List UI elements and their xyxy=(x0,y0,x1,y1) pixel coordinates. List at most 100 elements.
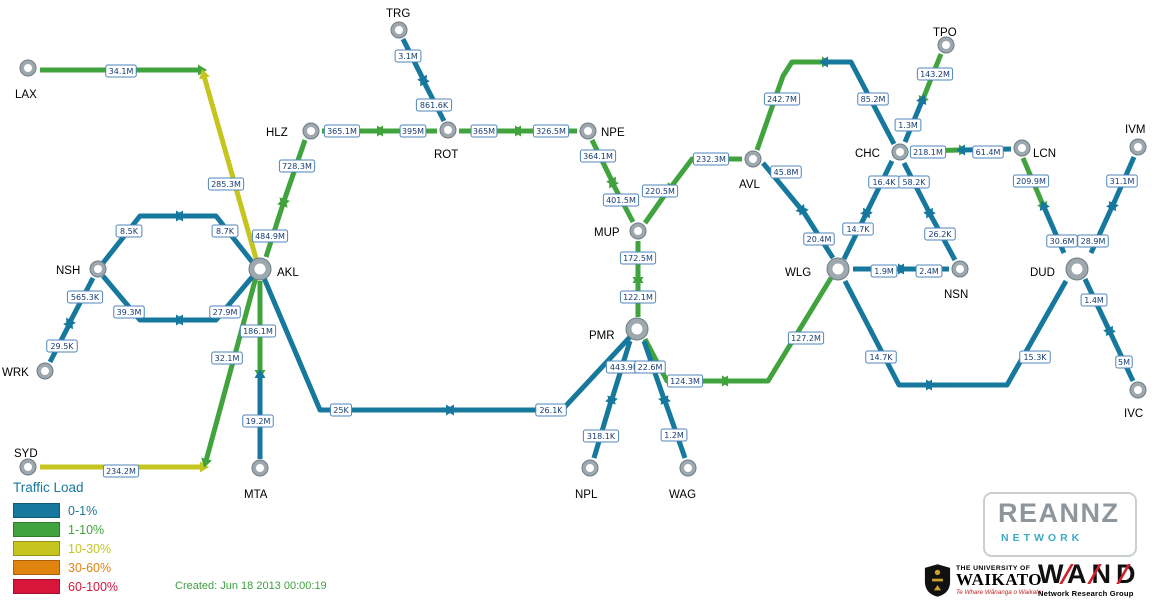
node-label-WRK: WRK xyxy=(2,367,29,379)
link-label-avl-wlg-b: 20.4M xyxy=(803,232,835,246)
link-label-wlg-nsn-b: 2.4M xyxy=(915,264,943,278)
svg-text:395M: 395M xyxy=(402,127,424,136)
svg-text:15.3K: 15.3K xyxy=(1023,353,1047,362)
link-label-akl-pmr-b: 26.1K xyxy=(535,403,567,417)
map-node-WRK xyxy=(36,362,54,380)
svg-text:326.5M: 326.5M xyxy=(536,127,566,136)
svg-text:45.8M: 45.8M xyxy=(774,168,799,177)
link-hlz-akl-b xyxy=(263,197,288,258)
svg-text:1.4M: 1.4M xyxy=(1084,296,1104,305)
link-label-nsh-akl-north-b: 8.7K xyxy=(211,224,239,238)
link-label-hlz-rot-a: 365.1M xyxy=(323,124,361,138)
link-label-nsh-akl-south-a: 39.3M xyxy=(113,305,145,319)
svg-text:22.6M: 22.6M xyxy=(638,363,663,372)
svg-text:365M: 365M xyxy=(473,127,495,136)
svg-text:443.9K: 443.9K xyxy=(610,363,639,372)
link-label-ivm-dud-a: 31.1M xyxy=(1106,174,1138,188)
link-label-pmr-wlg-b: 127.2M xyxy=(787,331,825,345)
link-label-chc-lcn-a: 218.1M xyxy=(909,145,947,159)
svg-text:364.1M: 364.1M xyxy=(583,152,613,161)
link-dud-ivc-b xyxy=(1105,325,1136,383)
svg-text:209.9M: 209.9M xyxy=(1016,177,1046,186)
legend-label-60-100: 60-100% xyxy=(68,579,119,594)
link-pmr-wag-b xyxy=(660,394,688,459)
svg-text:242.7M: 242.7M xyxy=(767,95,797,104)
link-wlg-dud-a xyxy=(842,279,935,391)
svg-text:27.9M: 27.9M xyxy=(213,308,238,317)
svg-text:8.5K: 8.5K xyxy=(120,227,139,236)
link-nsh-akl-south-b xyxy=(174,274,255,326)
link-label-chc-wlg-b: 14.7K xyxy=(842,222,874,236)
svg-text:143.2M: 143.2M xyxy=(920,70,950,79)
link-label-akl-mta-b: 19.2M xyxy=(242,414,274,428)
legend-item-30-60: 30-60% xyxy=(13,558,118,577)
link-chc-wlg-b xyxy=(841,207,871,261)
node-label-DUD: DUD xyxy=(1030,267,1055,279)
link-wlg-dud-b xyxy=(923,279,1069,391)
svg-text:172.5M: 172.5M xyxy=(623,254,653,263)
svg-text:565.3K: 565.3K xyxy=(71,293,100,302)
node-label-CHC: CHC xyxy=(855,148,880,160)
link-label-syd-akl-a: 234.2M xyxy=(102,464,140,478)
link-label-lcn-dud-b: 30.6M xyxy=(1046,234,1078,248)
link-label-lax-akl-a: 34.1M xyxy=(105,64,137,78)
node-label-AKL: AKL xyxy=(277,267,299,279)
link-label-nsh-wrk-b: 29.5K xyxy=(46,339,78,353)
reannz-logo: REANNZ NETWORK xyxy=(983,492,1137,557)
map-node-NSN xyxy=(951,260,969,278)
node-label-NPE: NPE xyxy=(601,127,625,139)
svg-text:14.7K: 14.7K xyxy=(846,225,870,234)
legend-label-30-60: 30-60% xyxy=(68,560,112,575)
link-label-npe-mup-b: 401.5M xyxy=(602,193,640,207)
link-label-lcn-dud-a: 209.9M xyxy=(1012,174,1050,188)
map-node-MTA xyxy=(251,459,269,477)
map-node-LAX xyxy=(19,59,37,77)
node-label-IVC: IVC xyxy=(1124,408,1143,420)
link-label-pmr-wag-a: 22.6M xyxy=(634,360,666,374)
svg-text:14.7K: 14.7K xyxy=(869,353,893,362)
link-label-hlz-rot-b: 395M xyxy=(399,124,427,138)
link-label-nsh-akl-south-b: 27.9M xyxy=(209,305,241,319)
link-label-mup-avl-b: 232.3M xyxy=(692,152,730,166)
svg-text:32.1M: 32.1M xyxy=(215,354,240,363)
link-avl-chc-b xyxy=(819,56,897,146)
svg-text:318.1K: 318.1K xyxy=(587,432,616,441)
map-node-AKL xyxy=(248,257,272,281)
node-label-ROT: ROT xyxy=(434,149,458,161)
legend-swatch-60-100 xyxy=(13,579,60,594)
legend-label-0-1: 0-1% xyxy=(68,503,98,518)
svg-text:1.3M: 1.3M xyxy=(898,121,918,130)
map-node-NPL xyxy=(581,459,599,477)
svg-text:61.4M: 61.4M xyxy=(976,148,1001,157)
link-label-mup-pmr-b: 122.1M xyxy=(619,290,657,304)
link-label-rot-npe-a: 365M xyxy=(470,124,498,138)
svg-text:861.6K: 861.6K xyxy=(420,101,449,110)
node-label-TRG: TRG xyxy=(386,8,410,20)
link-akl-pmr-a xyxy=(261,277,455,416)
map-node-PMR xyxy=(625,317,649,341)
link-label-mup-pmr-a: 172.5M xyxy=(619,251,657,265)
link-label-trg-rot-a: 3.1M xyxy=(394,49,422,63)
svg-text:58.2K: 58.2K xyxy=(902,178,926,187)
link-label-chc-nsn-b: 26.2K xyxy=(924,227,956,241)
link-nsh-akl-north-b xyxy=(174,210,255,265)
svg-text:3.1M: 3.1M xyxy=(398,52,418,61)
map-node-CHC xyxy=(891,143,909,161)
traffic-load-legend: Traffic Load 0-1%1-10%10-30%30-60%60-100… xyxy=(13,480,118,596)
node-label-HLZ: HLZ xyxy=(266,127,288,139)
link-label-akl-pmr-a: 25K xyxy=(329,403,353,417)
link-tpo-chc-b xyxy=(902,94,927,143)
node-label-NPL: NPL xyxy=(575,489,598,501)
node-label-PMR: PMR xyxy=(589,330,615,342)
link-label-mup-avl-a: 220.5M xyxy=(641,184,679,198)
link-label-avl-chc-a: 242.7M xyxy=(763,92,801,106)
map-node-IVC xyxy=(1129,381,1147,399)
node-label-MUP: MUP xyxy=(594,227,620,239)
svg-text:285.3M: 285.3M xyxy=(211,180,241,189)
link-label-pmr-wag-b: 1.2M xyxy=(660,428,688,442)
legend-rows: 0-1%1-10%10-30%30-60%60-100% xyxy=(13,501,118,596)
svg-text:29.5K: 29.5K xyxy=(50,342,74,351)
svg-text:34.1M: 34.1M xyxy=(109,67,134,76)
link-label-chc-nsn-a: 58.2K xyxy=(898,175,930,189)
